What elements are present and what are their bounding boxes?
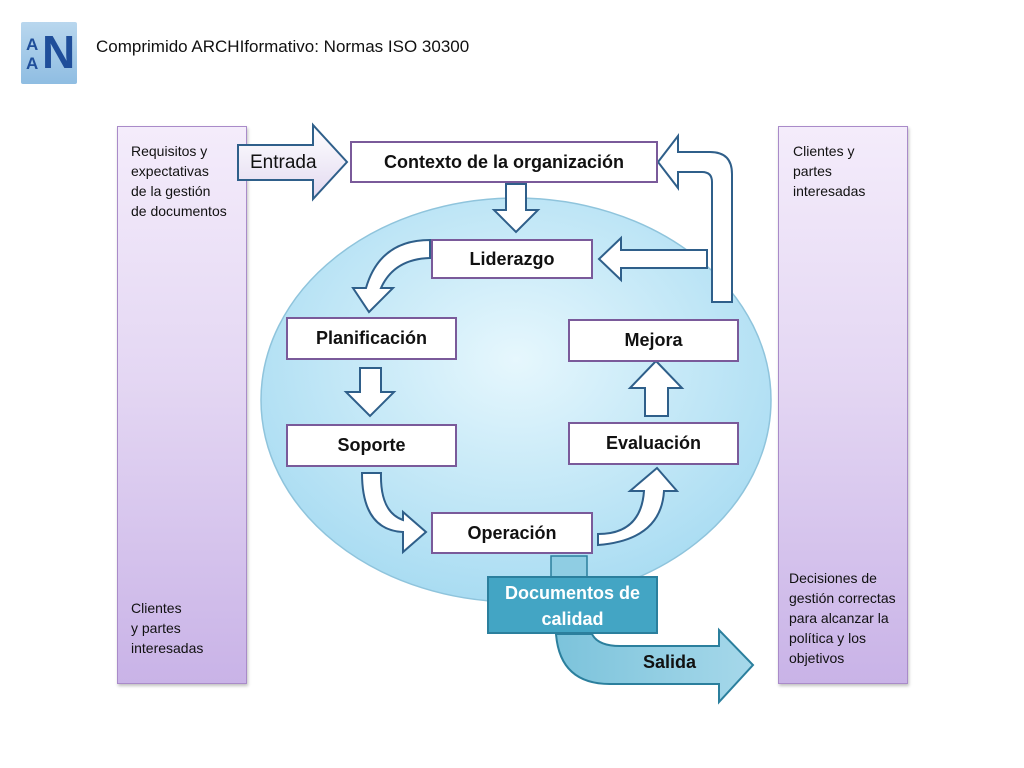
evaluation-up-arrow bbox=[627, 359, 685, 417]
context-down-arrow bbox=[491, 183, 541, 234]
curve-to-operation-arrow bbox=[360, 472, 428, 555]
left-panel: Requisitos y expectativas de la gestión … bbox=[117, 126, 247, 684]
improvement-box: Mejora bbox=[568, 319, 739, 362]
operation-box: Operación bbox=[431, 512, 593, 554]
liderazgo-in-arrow bbox=[597, 235, 708, 283]
context-box: Contexto de la organización bbox=[350, 141, 658, 183]
decisions-note: Decisiones de gestión correctas para alc… bbox=[789, 570, 896, 666]
logo: A A N bbox=[21, 22, 77, 84]
curve-to-evaluation-arrow bbox=[597, 466, 680, 547]
requirements-note: Requisitos y expectativas de la gestión … bbox=[131, 143, 227, 219]
operation-connector bbox=[550, 555, 588, 579]
right-panel: Clientes y partes interesadas Decisiones… bbox=[778, 126, 908, 684]
clients-output-note: Clientes y partes interesadas bbox=[793, 143, 866, 199]
salida-arrow bbox=[554, 627, 755, 705]
logo-letter-n: N bbox=[42, 26, 76, 78]
entrada-arrow bbox=[237, 122, 349, 202]
logo-letter-a-top: A bbox=[26, 35, 39, 54]
curve-to-planning-arrow bbox=[351, 238, 431, 314]
quality-documents-box: Documentos de calidad bbox=[487, 576, 658, 634]
leadership-box: Liderazgo bbox=[431, 239, 593, 279]
feedback-loop-arrow bbox=[656, 133, 733, 303]
support-box: Soporte bbox=[286, 424, 457, 467]
entrada-label: Entrada bbox=[250, 152, 317, 173]
page-title: Comprimido ARCHIformativo: Normas ISO 30… bbox=[96, 37, 470, 56]
logo-letter-a-bottom: A bbox=[26, 54, 39, 73]
planning-box: Planificación bbox=[286, 317, 457, 360]
planning-down-arrow bbox=[343, 367, 397, 418]
salida-label: Salida bbox=[643, 652, 697, 672]
evaluation-box: Evaluación bbox=[568, 422, 739, 465]
clients-input-note: Clientes y partes interesadas bbox=[131, 600, 204, 656]
